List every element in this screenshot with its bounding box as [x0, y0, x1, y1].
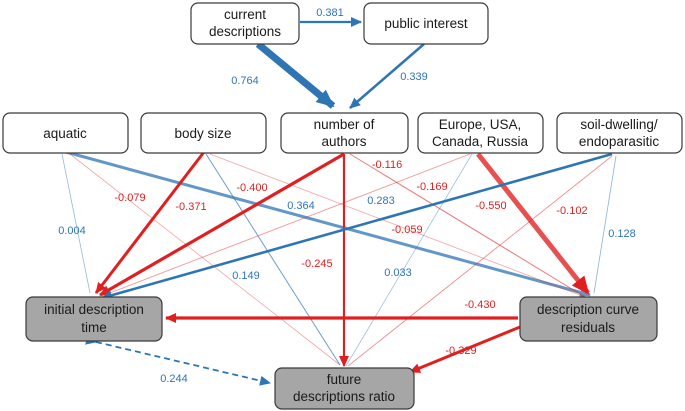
path-bodysize-initial: [94, 151, 206, 294]
coef-public-authors: 0.339: [400, 71, 428, 83]
svg-text:Europe, USA,: Europe, USA,: [439, 117, 522, 132]
path-bodysize-residuals: [209, 153, 586, 298]
svg-text:soil-dwelling/: soil-dwelling/: [580, 117, 658, 132]
svg-text:current: current: [224, 7, 266, 22]
node-aquatic: aquatic: [2, 112, 129, 154]
path-europe-future: [345, 153, 473, 367]
svg-text:aquatic: aquatic: [43, 126, 87, 141]
coef-residuals-initial: -0.430: [464, 299, 495, 311]
coef-aquatic-residuals: 0.364: [287, 200, 315, 212]
svg-text:descriptions: descriptions: [209, 24, 281, 39]
path-current-authors: [255, 41, 336, 109]
path-authors-initial: [99, 152, 345, 297]
path-europe-residuals: [476, 152, 590, 295]
coef-bodysize-future: 0.149: [232, 270, 260, 282]
svg-text:future: future: [327, 372, 362, 387]
svg-text:initial description: initial description: [44, 302, 144, 317]
path-aquatic-initial: [61, 153, 91, 294]
node-body-size: body size: [140, 112, 267, 154]
coef-europe-initial: -0.169: [416, 181, 447, 193]
path-authors-residuals: [349, 153, 586, 298]
node-initial-description-time: initial description time: [25, 296, 163, 342]
path-soil-residuals: [593, 155, 617, 294]
node-public-interest: public interest: [363, 2, 489, 45]
path-aquatic-future: [69, 153, 341, 366]
coef-soil-residuals: 0.128: [608, 228, 636, 240]
svg-text:descriptions ratio: descriptions ratio: [293, 389, 395, 404]
path-soil-future: [347, 155, 613, 367]
svg-text:authors: authors: [321, 134, 366, 149]
coef-residuals-future: -0.329: [445, 345, 476, 357]
svg-text:description curve: description curve: [537, 302, 639, 317]
node-soil-dwelling-endoparasitic: soil-dwelling/ endoparasitic: [556, 112, 683, 154]
path-soil-initial: [101, 152, 613, 301]
coef-aquatic-future: -0.079: [114, 192, 145, 204]
coef-authors-initial: -0.400: [236, 182, 267, 194]
svg-text:body size: body size: [174, 126, 231, 141]
coef-current-public: 0.381: [316, 7, 344, 19]
coef-authors-residuals: -0.116: [372, 159, 402, 171]
svg-text:public interest: public interest: [384, 16, 468, 31]
path-aquatic-residuals: [65, 150, 591, 298]
node-current-descriptions: current descriptions: [190, 2, 300, 45]
node-number-of-authors: number of authors: [280, 112, 409, 154]
path-public-authors: [349, 43, 425, 109]
path-residuals-future: [409, 325, 521, 374]
svg-text:number of: number of: [314, 117, 375, 132]
coef-europe-future: 0.033: [384, 267, 412, 279]
coef-soil-initial: 0.283: [367, 195, 395, 207]
svg-text:Canada, Russia: Canada, Russia: [432, 134, 529, 149]
node-description-curve-residuals: description curve residuals: [519, 296, 658, 342]
coef-soil-future: -0.102: [556, 205, 587, 217]
coef-initial-future-covariance: 0.244: [160, 373, 188, 385]
node-europe-usa-canada-russia: Europe, USA, Canada, Russia: [417, 112, 544, 154]
svg-text:residuals: residuals: [561, 320, 615, 335]
coef-current-authors: 0.764: [231, 75, 259, 87]
path-bodysize-future: [205, 153, 341, 366]
coef-authors-future: -0.245: [301, 258, 332, 270]
coef-bodysize-residuals: -0.059: [391, 224, 422, 236]
coef-aquatic-initial: 0.004: [58, 225, 86, 237]
node-future-descriptions-ratio: future descriptions ratio: [274, 367, 415, 410]
coef-bodysize-initial: -0.371: [175, 201, 206, 213]
svg-text:endoparasitic: endoparasitic: [579, 134, 660, 149]
path-europe-initial: [101, 153, 471, 297]
coef-europe-residuals: -0.550: [475, 200, 506, 212]
svg-text:time: time: [81, 320, 107, 335]
